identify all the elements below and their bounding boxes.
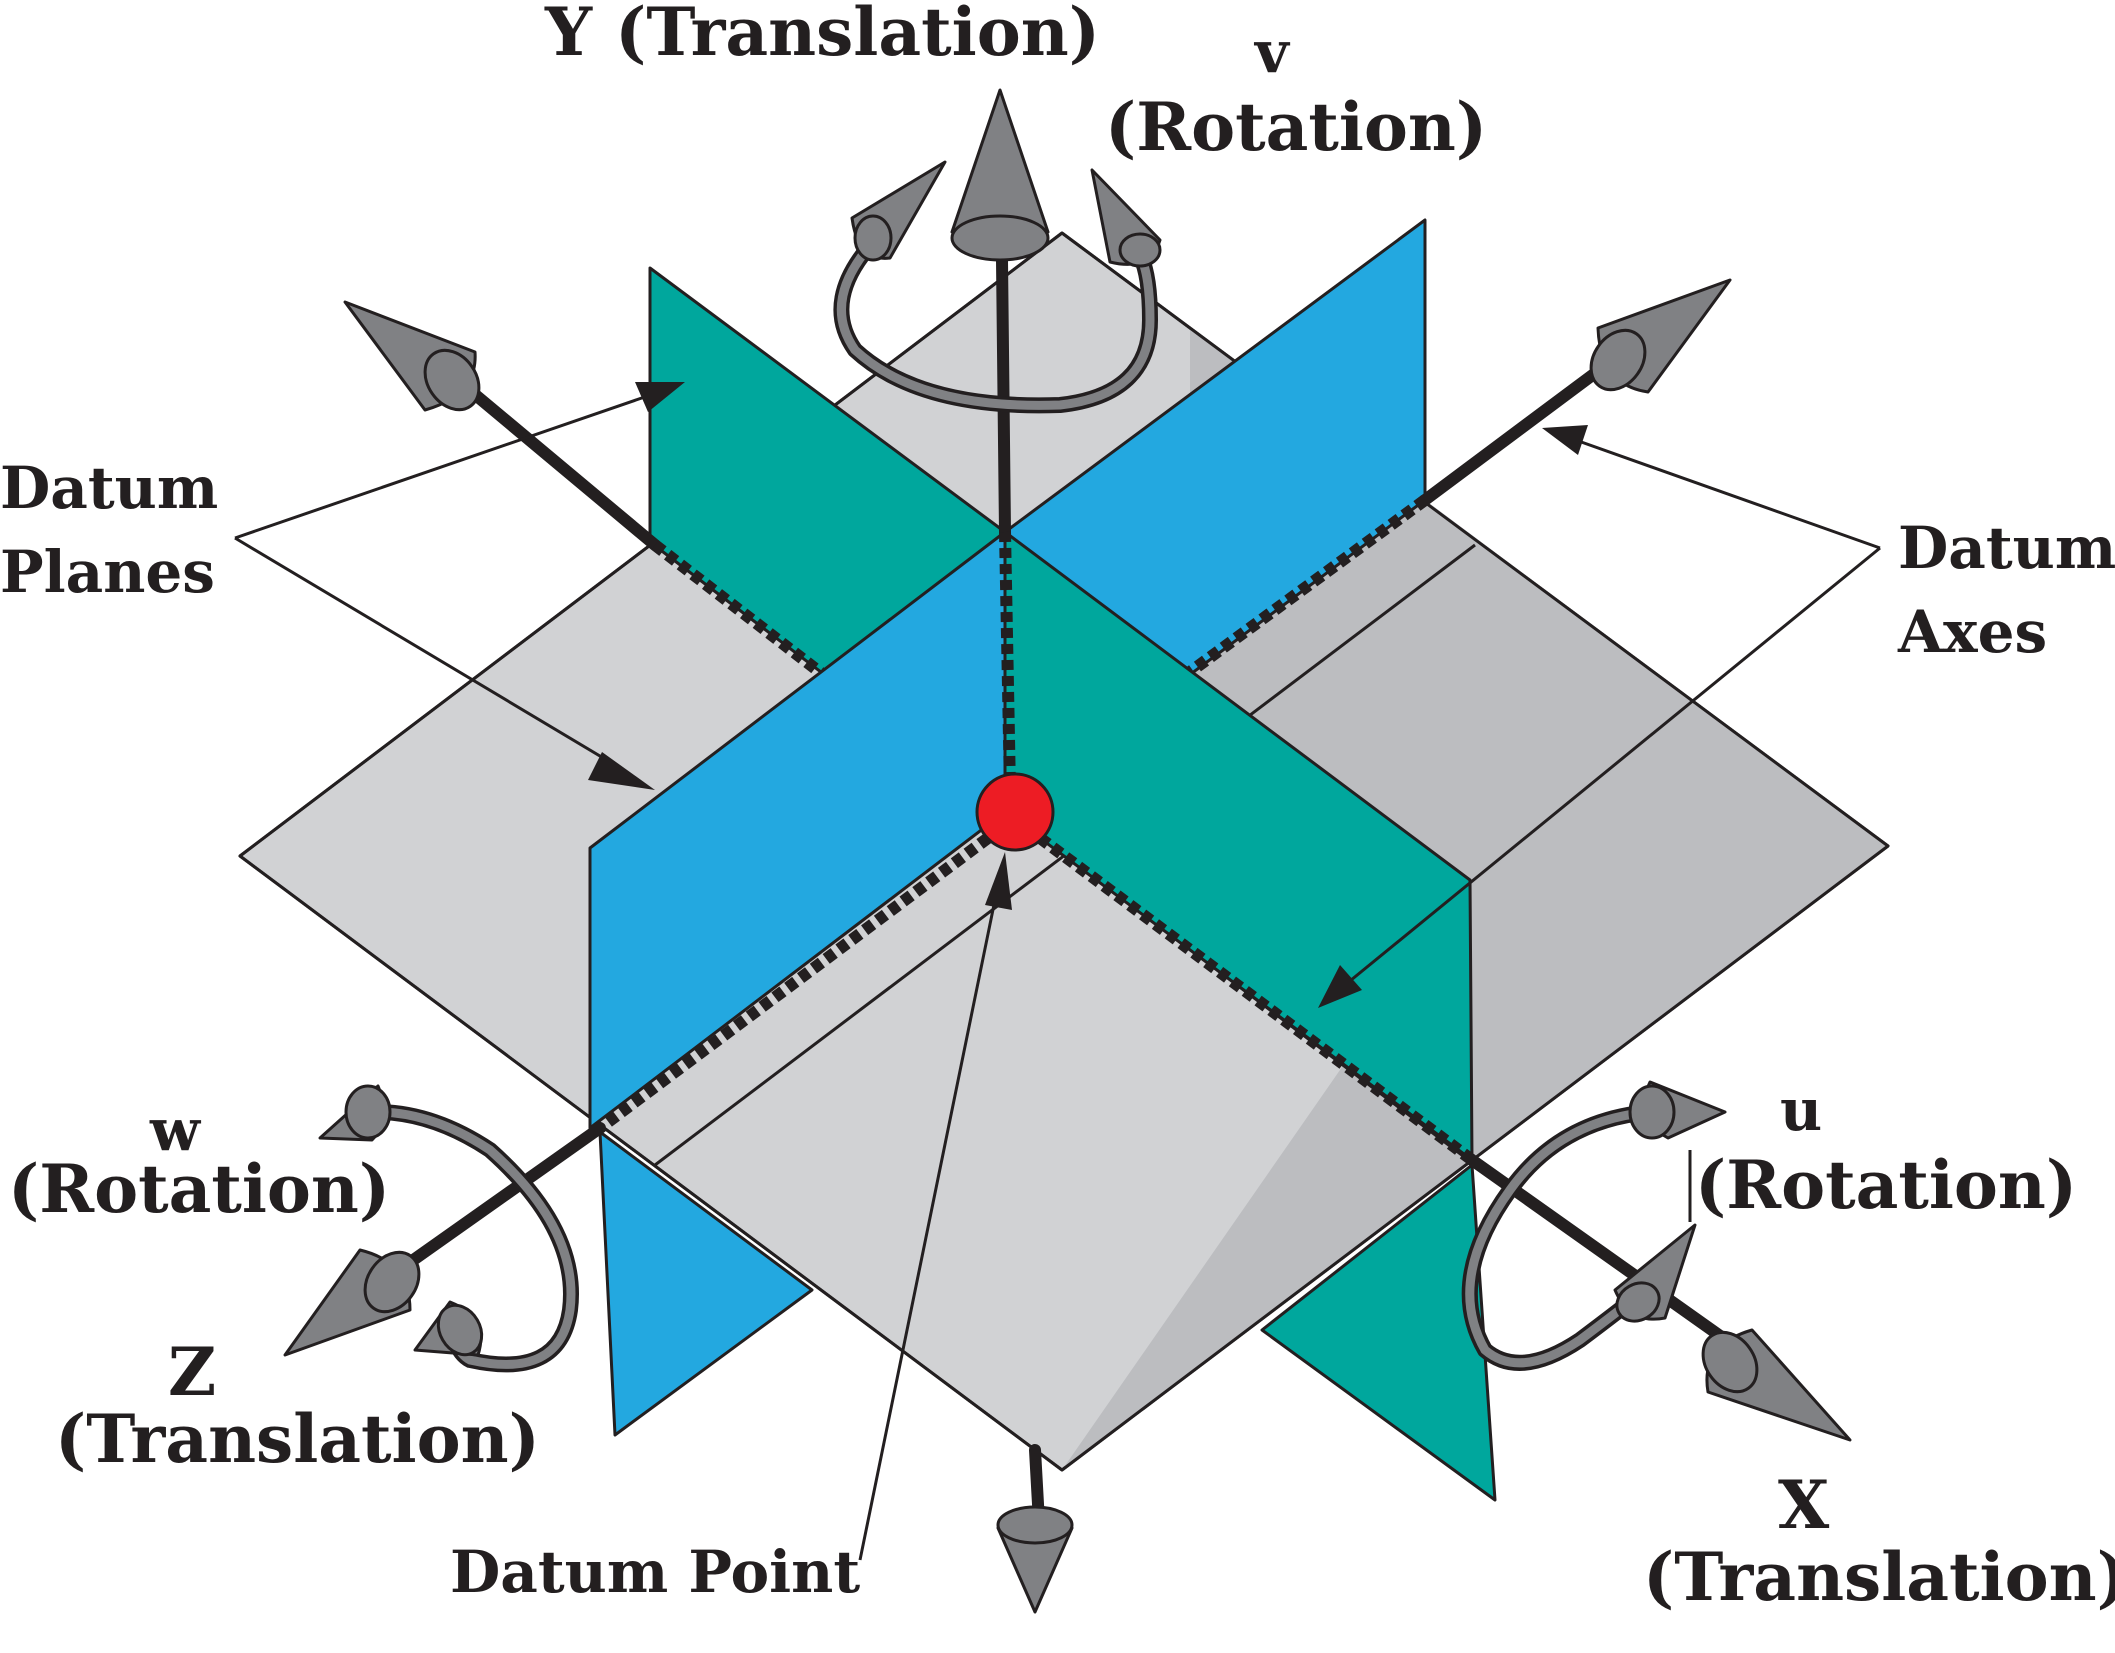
front-vertical-planes <box>588 530 1497 1502</box>
z-translation-label: (Translation) <box>55 1400 540 1478</box>
datum-point-marker <box>975 772 1055 852</box>
datum-point-label: Datum Point <box>450 1538 860 1606</box>
datum-point-leader <box>858 852 1012 1561</box>
v-letter-label: v <box>1253 18 1291 86</box>
w-letter-label: w <box>149 1096 202 1164</box>
u-rotation-arrow <box>1461 1080 1727 1371</box>
v-rotation-arrow <box>833 160 1162 414</box>
u-letter-label: u <box>1780 1076 1822 1144</box>
y-translation-arrow <box>950 88 1050 262</box>
z-translation-arrow <box>283 1248 421 1357</box>
w-rotation-label: (Rotation) <box>8 1150 390 1228</box>
y-translation-label: Y (Translation) <box>544 0 1100 71</box>
v-rotation-label: (Rotation) <box>1105 88 1487 166</box>
z-letter-label: Z <box>168 1333 216 1411</box>
datum-planes-leaders <box>234 382 685 790</box>
u-rotation-label: (Rotation) <box>1695 1146 2077 1224</box>
w-rotation-arrow <box>318 1084 579 1373</box>
x-letter-label: X <box>1778 1466 1830 1544</box>
back-axis-shafts <box>454 356 1616 685</box>
datum-planes-label-line2: Planes <box>0 538 215 606</box>
negative-y-axis-arrow <box>996 1505 1074 1614</box>
back-left-axis-arrow <box>343 300 481 412</box>
datum-axes-label-line1: Datum <box>1898 514 2115 582</box>
x-translation-label: (Translation) <box>1643 1538 2115 1616</box>
datum-planes-label-line1: Datum <box>0 454 218 522</box>
datum-axes-label-line2: Axes <box>1897 598 2047 666</box>
back-right-axis-arrow <box>1589 278 1732 394</box>
x-translation-arrow <box>1701 1328 1852 1442</box>
datum-axes-leaders <box>1318 425 1881 1008</box>
